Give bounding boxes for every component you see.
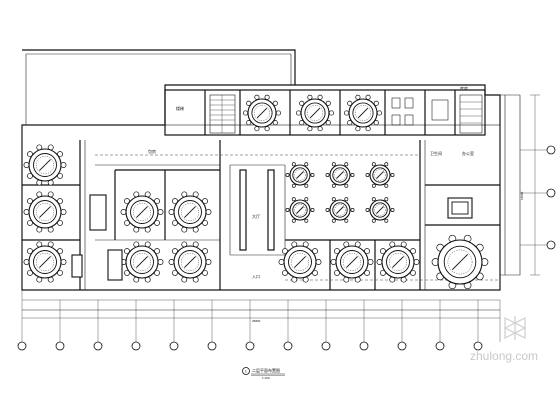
round-table-0 (23, 144, 67, 186)
grid-bubble-right-3 (546, 240, 556, 250)
small-table-0 (285, 162, 315, 188)
round-table-12 (376, 241, 420, 283)
round-table-3 (120, 191, 164, 233)
label-hall: 大厅 (252, 213, 260, 219)
label-storage: 库房 (460, 85, 468, 91)
label-toilet: 卫生间 (430, 150, 442, 156)
grid-bubble-right-2 (546, 188, 556, 198)
watermark-logo-icon (503, 316, 527, 340)
title-number: 1 (245, 369, 248, 374)
building-outline (21, 49, 501, 291)
watermark-text: zhulong.com (470, 349, 538, 363)
corridor-furniture (71, 194, 123, 281)
round-table-5 (120, 241, 164, 283)
round-table-6 (168, 241, 212, 283)
square-table (447, 197, 473, 219)
label-stair: 楼梯 (176, 105, 184, 111)
round-table-11 (330, 241, 374, 283)
dining-tables (23, 94, 489, 290)
label-office: 办公室 (462, 150, 474, 156)
drawing-title: 二层平面布置图 (252, 367, 280, 373)
room-labels: 包房 大厅 入口 楼梯 卫生间 办公室 库房 (148, 85, 474, 279)
round-table-4 (168, 191, 212, 233)
drawing-title-block: 1 二层平面布置图 1:100 (242, 367, 285, 380)
round-table-7 (242, 94, 282, 132)
bottom-dimensions: 25800 (17, 290, 501, 351)
label-private-room: 包房 (148, 148, 156, 154)
round-table-1 (23, 191, 67, 233)
small-table-5 (365, 197, 395, 223)
title-number-bubble (242, 367, 250, 375)
small-table-4 (325, 197, 355, 223)
drawing-scale: 1:100 (262, 376, 270, 380)
right-dimension: 18000 (520, 191, 524, 200)
small-table-2 (365, 162, 395, 188)
right-annex: 18000 (500, 94, 556, 276)
interior-walls (22, 90, 500, 290)
label-entrance: 入口 (252, 274, 260, 279)
round-table-8 (295, 94, 335, 132)
round-table-10 (278, 241, 322, 283)
small-table-1 (325, 162, 355, 188)
round-table-13 (431, 234, 489, 290)
round-table-2 (23, 241, 67, 283)
small-table-3 (285, 197, 315, 223)
round-table-9 (343, 94, 383, 132)
bottom-dimension: 25800 (252, 319, 261, 323)
grid-bubble-right-1 (546, 145, 556, 155)
watermark: zhulong.com (470, 316, 538, 363)
